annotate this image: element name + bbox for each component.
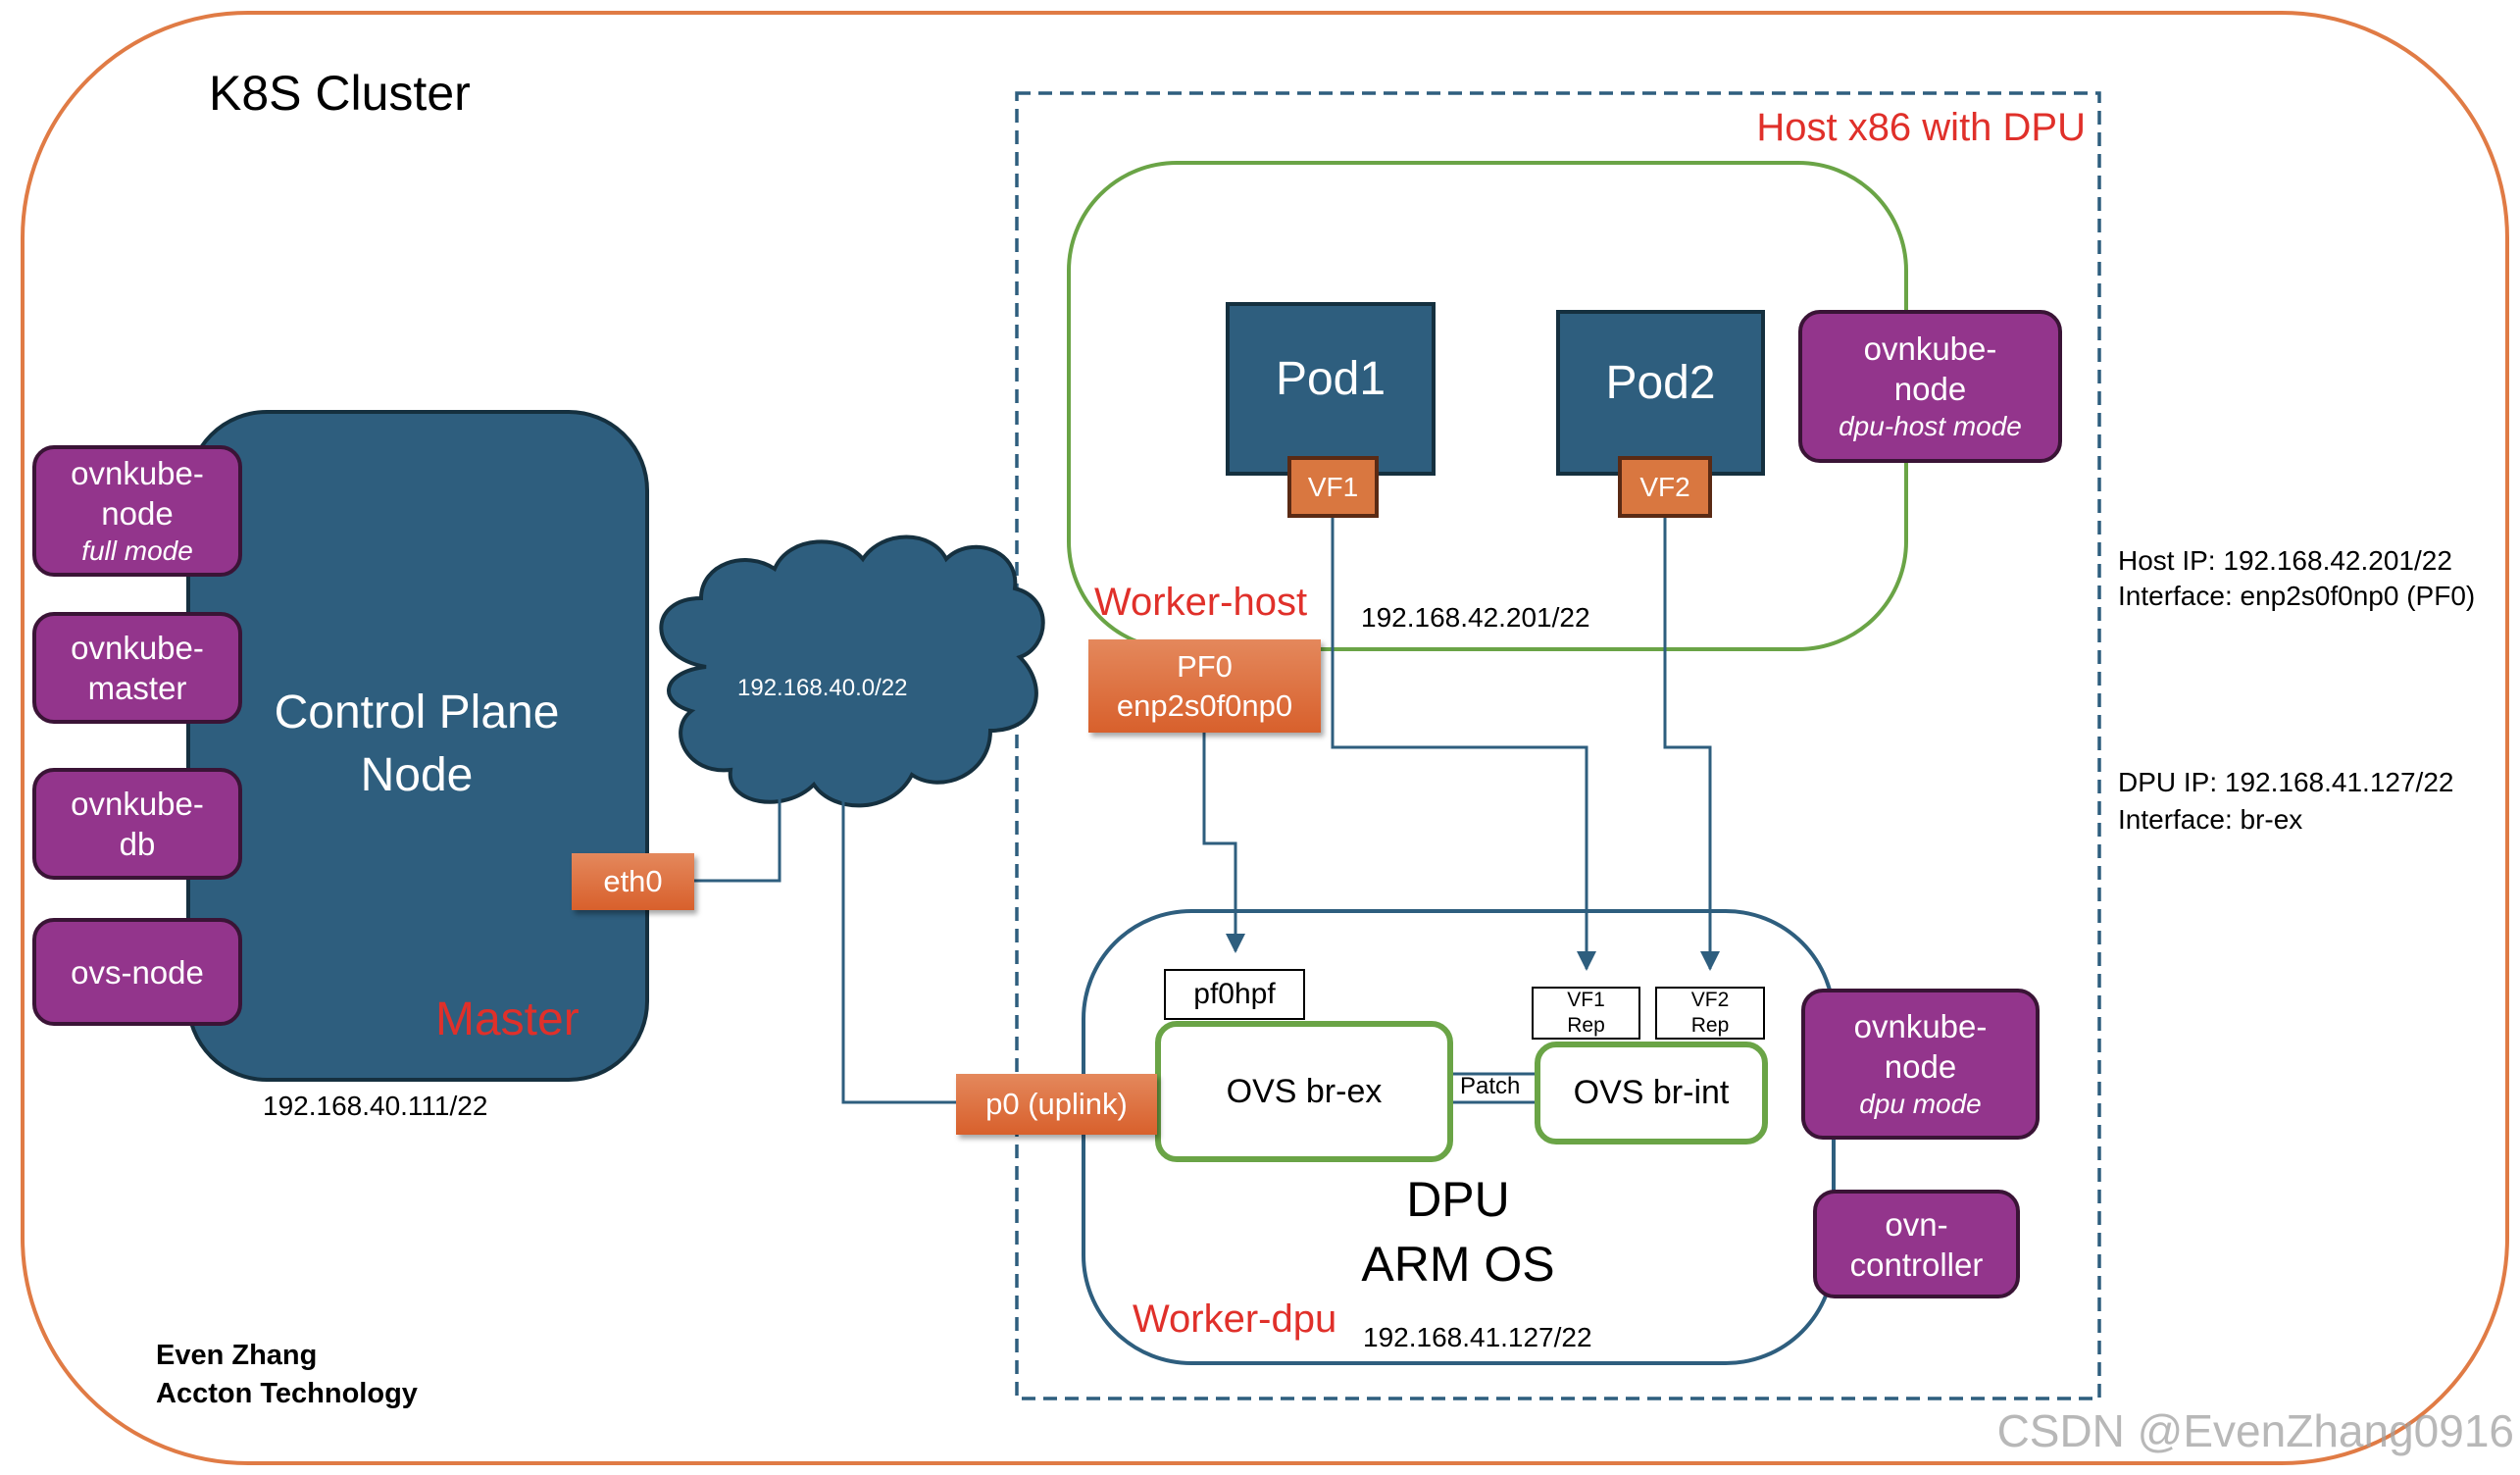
worker-host-ip: 192.168.42.201/22 [1361, 602, 1590, 633]
master-ip: 192.168.40.111/22 [263, 1091, 488, 1121]
component-name-2: node [1893, 371, 1967, 407]
master-role-label: Master [435, 993, 580, 1045]
vf1-label: VF1 [1307, 471, 1359, 502]
component-name: ovnkube- [71, 455, 204, 491]
host-group-title: Host x86 with DPU [1756, 106, 2086, 149]
ovs-br-ex[interactable]: OVS br-ex [1155, 1021, 1453, 1162]
vf2-rep-line1: VF2 [1690, 989, 1730, 1011]
link-vf1-rep [1331, 518, 1596, 971]
component-name: ovnkube- [71, 786, 204, 822]
patch-label: Patch [1460, 1073, 1521, 1099]
vf2-interface[interactable]: VF2 [1618, 456, 1712, 518]
master-component-ovnkube-node[interactable]: ovnkube- node full mode [32, 445, 242, 577]
dpu-ovn-controller[interactable]: ovn- controller [1813, 1190, 2020, 1298]
pf0-interface[interactable]: PF0 enp2s0f0np0 [1088, 639, 1321, 733]
pod2[interactable]: Pod2 [1556, 310, 1765, 476]
vf1-interface[interactable]: VF1 [1287, 456, 1379, 518]
vf1-rep-line2: Rep [1567, 1014, 1605, 1037]
worker-dpu-ip: 192.168.41.127/22 [1363, 1322, 1592, 1352]
component-name: ovnkube- [71, 630, 204, 666]
pod1[interactable]: Pod1 [1226, 302, 1436, 476]
component-name: ovnkube- [1863, 331, 1997, 367]
link-cloud-uplink [841, 799, 956, 1104]
master-component-ovnkube-master[interactable]: ovnkube- master [32, 612, 242, 724]
watermark: CSDN @EvenZhang0916 [1996, 1405, 2514, 1456]
pf0hpf-port[interactable]: pf0hpf [1164, 969, 1305, 1020]
cluster-border [21, 11, 2509, 1465]
pf0-name: enp2s0f0np0 [1116, 687, 1293, 723]
worker-host-box [1067, 161, 1908, 651]
cluster-title: K8S Cluster [209, 66, 471, 121]
dpu-interface-info: Interface: br-ex [2118, 804, 2303, 835]
p0-uplink-label: p0 (uplink) [985, 1087, 1128, 1121]
dpu-title: DPU ARM OS [1311, 1167, 1605, 1297]
p0-uplink-interface[interactable]: p0 (uplink) [956, 1074, 1157, 1135]
control-plane-label-line2: Node [360, 749, 474, 801]
master-component-ovs-node[interactable]: ovs-node [32, 918, 242, 1026]
ovs-br-ex-label: OVS br-ex [1226, 1072, 1383, 1110]
network-cidr: 192.168.40.0/22 [737, 675, 908, 701]
component-name: ovn- [1885, 1205, 1948, 1243]
link-eth0-cloud [694, 789, 781, 883]
eth0-interface[interactable]: eth0 [572, 853, 694, 910]
ovs-br-int-label: OVS br-int [1573, 1074, 1730, 1111]
master-component-ovnkube-db[interactable]: ovnkube- db [32, 768, 242, 880]
worker-host-ovnkube-node[interactable]: ovnkube- node dpu-host mode [1798, 310, 2062, 463]
vf2-label: VF2 [1639, 471, 1690, 502]
component-mode: dpu-host mode [1839, 411, 2022, 441]
credit-author: Even Zhang [156, 1340, 318, 1371]
component-mode: full mode [81, 535, 193, 566]
pf0hpf-label: pf0hpf [1193, 978, 1276, 1010]
vf2-rep-port[interactable]: VF2 Rep [1655, 987, 1765, 1040]
control-plane-node-box [186, 410, 649, 1082]
network-cloud [659, 534, 1045, 808]
component-name-2: db [119, 826, 156, 862]
component-mode: dpu mode [1859, 1089, 1982, 1119]
worker-host-label: Worker-host [1094, 581, 1308, 624]
host-interface-info: Interface: enp2s0f0np0 (PF0) [2118, 581, 2476, 611]
pf0-label: PF0 [1177, 648, 1233, 684]
component-name-2: master [87, 670, 187, 706]
component-name-2: node [1884, 1048, 1957, 1085]
component-name: ovnkube- [1853, 1008, 1988, 1044]
vf1-rep-port[interactable]: VF1 Rep [1532, 987, 1640, 1040]
dpu-ip-info: DPU IP: 192.168.41.127/22 [2118, 767, 2454, 797]
eth0-label: eth0 [603, 864, 663, 898]
control-plane-label-line1: Control Plane [274, 687, 560, 738]
dpu-ovnkube-node[interactable]: ovnkube- node dpu mode [1801, 989, 2040, 1140]
worker-dpu-label: Worker-dpu [1133, 1297, 1337, 1341]
dpu-title-line1: DPU [1406, 1172, 1510, 1227]
vf1-rep-line1: VF1 [1567, 989, 1605, 1011]
pod1-label: Pod1 [1275, 353, 1386, 405]
pod2-label: Pod2 [1605, 357, 1716, 409]
link-pf0-pf0hpf [1202, 733, 1245, 953]
credit-company: Accton Technology [156, 1378, 418, 1409]
control-plane-label: Control Plane Node [245, 682, 588, 807]
host-dpu-dashed-box [1015, 91, 2101, 1400]
ovs-br-int[interactable]: OVS br-int [1535, 1042, 1768, 1144]
component-name-2: node [101, 495, 174, 532]
host-ip-info: Host IP: 192.168.42.201/22 [2118, 545, 2452, 576]
dpu-title-line2: ARM OS [1361, 1237, 1555, 1292]
link-vf2-rep [1663, 518, 1720, 971]
component-name-2: controller [1849, 1246, 1984, 1283]
vf2-rep-line2: Rep [1690, 1014, 1730, 1037]
component-name: ovs-node [71, 953, 204, 991]
